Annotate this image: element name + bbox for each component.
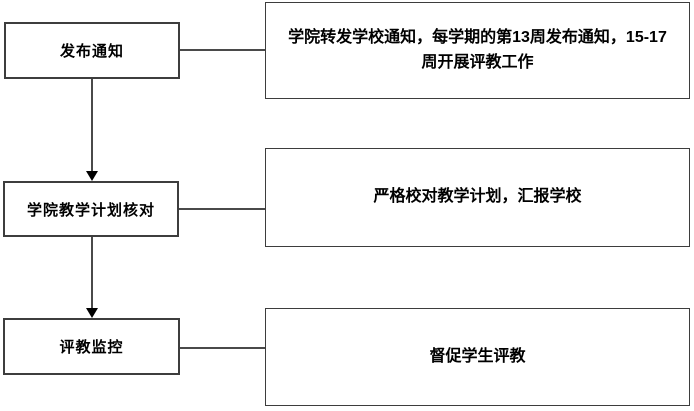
flow-node-label: 发布通知 bbox=[59, 43, 124, 60]
flow-detail-text: 督促学生评教 bbox=[429, 347, 526, 365]
connector-node3-detail3 bbox=[180, 347, 265, 349]
flow-node-label: 学院教学计划核对 bbox=[26, 201, 155, 219]
flow-node-label: 评教监控 bbox=[59, 339, 124, 356]
flow-node-publish-notice: 发布通知 bbox=[4, 22, 180, 79]
flow-detail-text: 学院转发学校通知，每学期的第13周发布通知，15-17周开展评教工作 bbox=[288, 28, 667, 71]
arrow-down-icon bbox=[86, 171, 98, 181]
flow-node-teaching-plan-check: 学院教学计划核对 bbox=[3, 181, 179, 237]
flow-detail-teaching-plan-check: 严格校对教学计划，汇报学校 bbox=[265, 148, 690, 247]
flow-detail-text: 严格校对教学计划，汇报学校 bbox=[373, 188, 582, 206]
connector-node1-detail1 bbox=[180, 49, 265, 51]
flow-node-evaluation-monitoring: 评教监控 bbox=[3, 318, 180, 375]
arrow-down-icon bbox=[86, 308, 98, 318]
connector-node2-node3 bbox=[91, 237, 93, 309]
connector-node2-detail2 bbox=[179, 208, 265, 210]
connector-node1-node2 bbox=[91, 79, 93, 172]
flow-detail-evaluation-monitoring: 督促学生评教 bbox=[265, 308, 690, 406]
flow-detail-publish-notice: 学院转发学校通知，每学期的第13周发布通知，15-17周开展评教工作 bbox=[265, 2, 690, 99]
